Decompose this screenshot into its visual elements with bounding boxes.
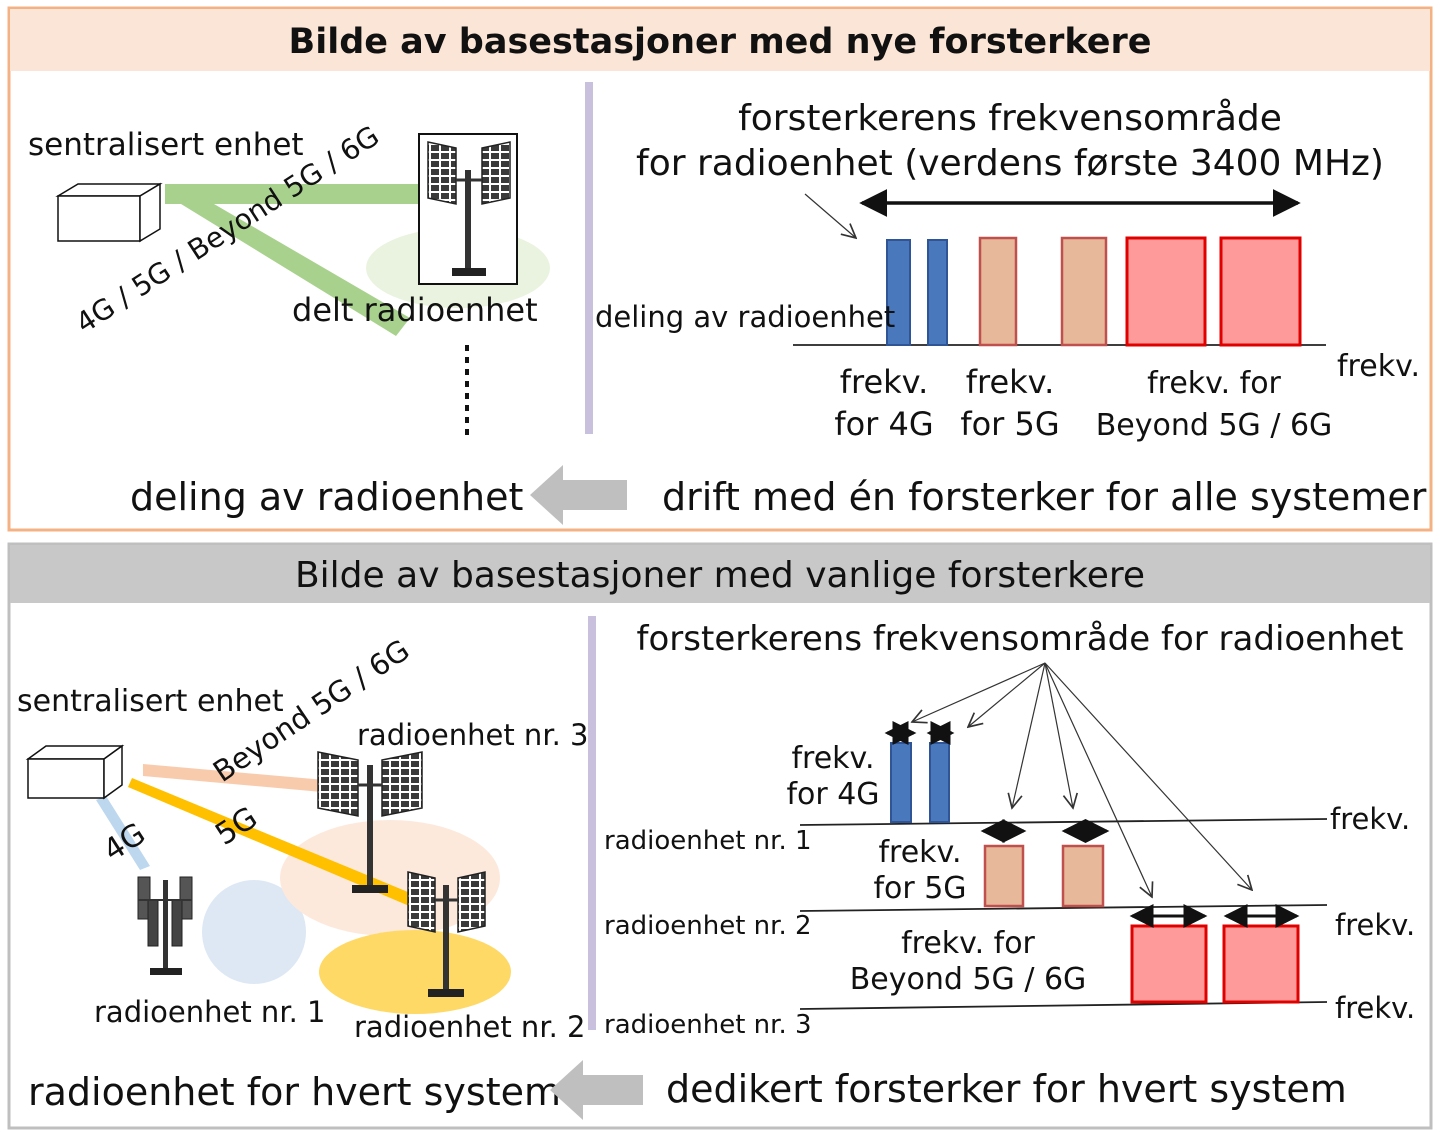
top-conclusion-right: drift med én forsterker for alle systeme… [662, 475, 1427, 519]
b-freq-5g-label-2: for 5G [873, 871, 966, 906]
shared-radio-unit-icon [418, 133, 518, 285]
bottom-panel: Bilde av basestasjoner med vanlige forst… [7, 542, 1433, 1130]
axis-label: frekv. [1337, 349, 1420, 384]
coverage-1 [202, 880, 306, 984]
top-conclusion-left: deling av radioenhet [130, 475, 523, 519]
r2-band-5g-2 [1061, 844, 1105, 908]
pointer-arrow [804, 193, 856, 238]
row-3-label: radioenhet nr. 3 [604, 1010, 812, 1040]
radio-unit-2-label: radioenhet nr. 2 [354, 1010, 585, 1044]
fan-arrow-2 [968, 662, 1046, 727]
top-panel-title: Bilde av basestasjoner med nye forsterke… [289, 22, 1152, 62]
band-5g-2 [1060, 236, 1108, 347]
row-2-label: radioenhet nr. 2 [604, 911, 812, 941]
top-spectrum: forsterkerens frekvensområde for radioen… [595, 98, 1420, 443]
r1-band-4g-1 [890, 742, 912, 823]
bottom-spectrum: forsterkerens frekvensområde for radioen… [604, 619, 1415, 1040]
link-band-diagonal [168, 190, 410, 336]
row-1-label: radioenhet nr. 1 [604, 826, 812, 856]
bottom-left-illustration: sentralisert enhet Beyond 5G / 6G 5G 4G … [17, 633, 588, 1044]
top-left-illustration: sentralisert enhet 4G / 5G / Beyond 5G /… [28, 119, 550, 435]
r3-band-b5g-1 [1130, 924, 1208, 1004]
fan-arrow-6 [1044, 662, 1252, 890]
coverage-2 [319, 930, 511, 1014]
band-4g-2 [927, 239, 948, 346]
bottom-panel-title: Bilde av basestasjoner med vanlige forst… [295, 555, 1145, 596]
top-panel-frame [7, 6, 1433, 532]
axis-label-3: frekv. [1335, 991, 1415, 1025]
link-5g [128, 778, 420, 908]
band-4g-1 [886, 239, 911, 346]
range-title-line1: forsterkerens frekvensområde [738, 98, 1282, 139]
top-conclusion-arrow [530, 465, 627, 525]
band-5g-1 [978, 236, 1018, 347]
centralized-unit-label-2: sentralisert enhet [17, 684, 284, 719]
freq-5g-label-2: for 5G [960, 405, 1059, 443]
radio-unit-1-label: radioenhet nr. 1 [94, 995, 325, 1029]
radio-unit-3-icon [317, 751, 423, 893]
centralized-unit-icon [55, 182, 163, 243]
fan-arrow-4 [1044, 662, 1073, 808]
link-b5g [143, 764, 325, 792]
radio-unit-2-icon [407, 871, 486, 997]
axis-label-2: frekv. [1335, 908, 1415, 942]
bottom-divider [588, 616, 596, 1030]
centralized-unit-label: sentralisert enhet [28, 127, 304, 163]
axis-label-1: frekv. [1330, 802, 1410, 836]
freq-b5g-label-1: frekv. for [1147, 366, 1281, 401]
fan-arrow-5 [1044, 662, 1152, 897]
radio-unit-1-icon [137, 876, 193, 975]
bottom-conclusion-right: dedikert forsterker for hvert system [666, 1067, 1347, 1111]
fan-arrow-3 [1012, 662, 1046, 808]
band-b5g-2 [1219, 236, 1302, 347]
freq-4g-label-1: frekv. [840, 363, 929, 401]
range-title: forsterkerens frekvensområde for radioen… [637, 619, 1404, 659]
centralized-unit-icon-2 [25, 744, 125, 800]
top-panel-header [10, 9, 1430, 71]
shared-unit-label: delt radioenhet [292, 291, 538, 329]
r3-band-b5g-2 [1222, 924, 1300, 1004]
freq-4g-label-2: for 4G [834, 405, 933, 443]
b-freq-b5g-label-2: Beyond 5G / 6G [850, 962, 1087, 997]
freq-5g-label-1: frekv. [966, 363, 1055, 401]
range-title-line2: for radioenhet (verdens første 3400 MHz) [636, 143, 1384, 184]
b-freq-4g-label-1: frekv. [791, 741, 874, 776]
radio-unit-3-label: radioenhet nr. 3 [357, 718, 588, 752]
fan-arrow-1 [912, 662, 1046, 722]
b-freq-b5g-label-1: frekv. for [901, 926, 1035, 961]
bottom-conclusion-arrow [550, 1060, 643, 1120]
top-panel: Bilde av basestasjoner med nye forsterke… [7, 6, 1433, 532]
bottom-conclusion-left: radioenhet for hvert system [28, 1070, 561, 1114]
b-freq-5g-label-1: frekv. [878, 835, 961, 870]
top-divider [585, 82, 593, 434]
band-b5g-1 [1125, 236, 1207, 347]
link-4g [96, 796, 150, 870]
bottom-panel-header [10, 545, 1430, 603]
link-band-direct [165, 184, 420, 204]
freq-b5g-label-2: Beyond 5G / 6G [1096, 408, 1333, 443]
row-label: deling av radioenhet [595, 300, 895, 334]
r2-band-5g-1 [983, 844, 1025, 908]
r1-band-4g-2 [929, 742, 950, 823]
b-freq-4g-label-2: for 4G [786, 777, 879, 812]
